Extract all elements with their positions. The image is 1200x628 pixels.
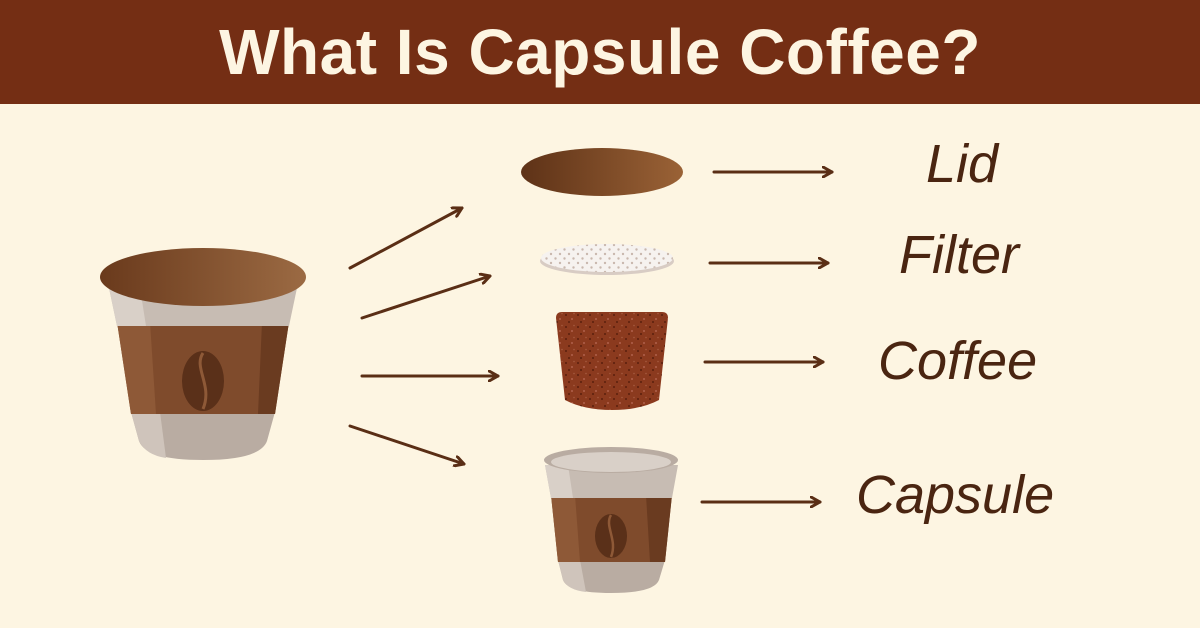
coffee-bean-icon (182, 351, 224, 411)
empty-capsule-icon (544, 447, 678, 593)
lid-icon (521, 148, 683, 196)
label-coffee: Coffee (878, 334, 1037, 388)
arrow-to-lid (350, 208, 462, 268)
filter-icon (540, 244, 674, 275)
arrow-to-filter (362, 276, 490, 318)
label-capsule: Capsule (856, 468, 1054, 522)
label-lid: Lid (926, 137, 998, 191)
label-filter: Filter (899, 228, 1019, 282)
assembled-capsule-icon (100, 248, 306, 460)
coffee-grounds-icon (556, 312, 668, 410)
arrow-to-capsule (350, 426, 464, 464)
